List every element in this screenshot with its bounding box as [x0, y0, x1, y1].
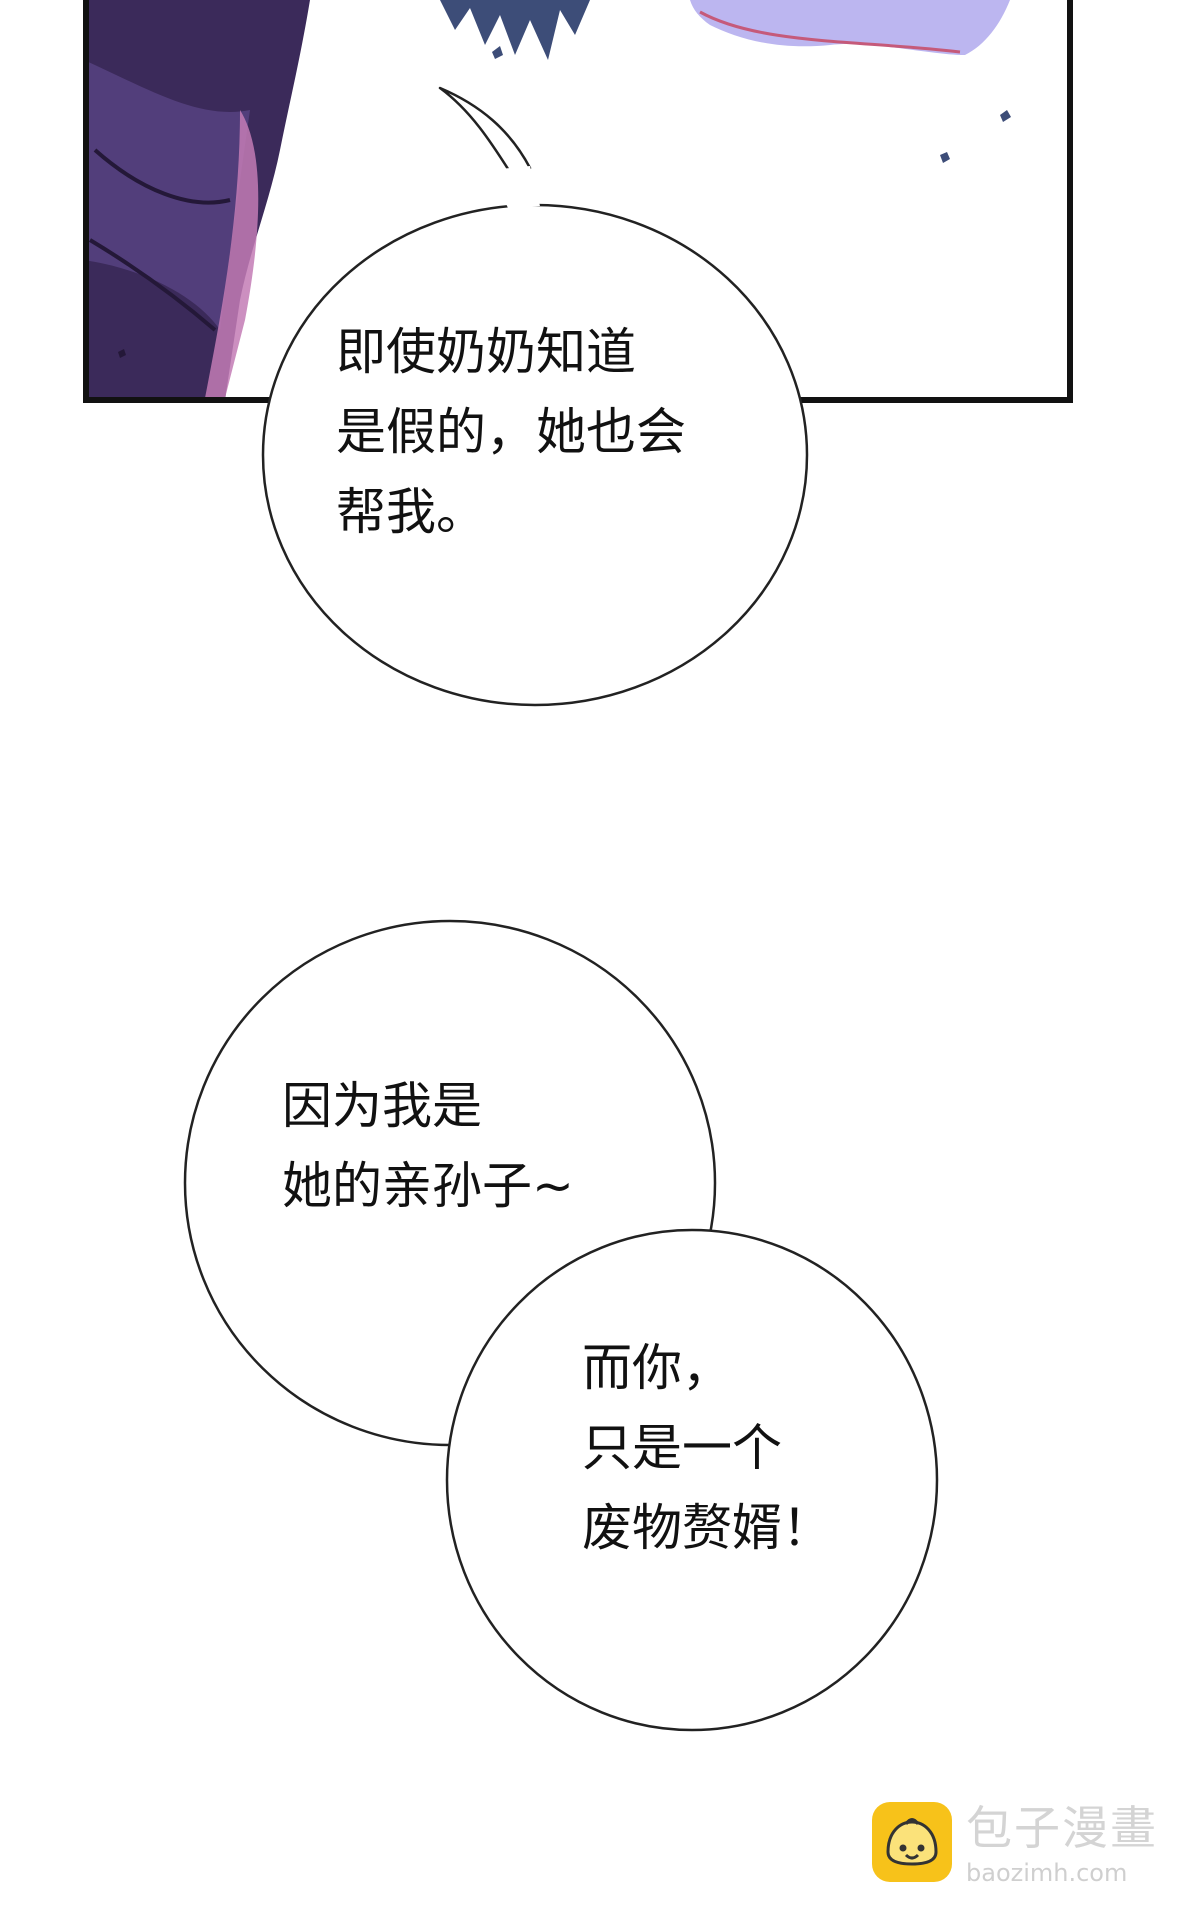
dialogue-line: 即使奶奶知道: [336, 323, 636, 381]
manga-panel-artwork: [83, 0, 1073, 403]
site-watermark: 包子漫畫 baozimh.com: [870, 1800, 1170, 1900]
clothing-highlight: [205, 110, 259, 398]
speech-bubble-2-text: 因为我是 她的亲孙子~: [282, 1066, 574, 1226]
dialogue-line: 废物赘婿！: [582, 1499, 832, 1557]
dialogue-line: 她的亲孙子~: [282, 1157, 574, 1215]
watermark-name: 包子漫畫: [966, 1801, 1158, 1855]
character-hand-edge: [699, 10, 961, 54]
speech-bubble-3-text: 而你， 只是一个 废物赘婿！: [582, 1328, 832, 1568]
debris-speck: [1000, 110, 1011, 122]
dialogue-line: 帮我。: [336, 483, 486, 541]
character-hair: [440, 0, 590, 60]
character-hand: [690, 0, 1010, 55]
bun-mascot-icon: [872, 1802, 952, 1882]
debris-speck: [492, 46, 503, 59]
dialogue-line: 而你，: [582, 1339, 732, 1397]
dialogue-line: 是假的，她也会: [336, 403, 686, 461]
speech-bubble-1: [261, 86, 809, 707]
debris-speck: [118, 349, 126, 358]
dialogue-line: 因为我是: [282, 1077, 482, 1135]
watermark-url: baozimh.com: [966, 1859, 1128, 1887]
debris-speck: [940, 152, 950, 163]
clothing-fold-line: [88, 148, 231, 332]
speech-bubble-1-text: 即使奶奶知道 是假的，她也会 帮我。: [336, 312, 686, 552]
speech-bubble-3: [445, 1228, 939, 1732]
dialogue-line: 只是一个: [582, 1419, 782, 1477]
